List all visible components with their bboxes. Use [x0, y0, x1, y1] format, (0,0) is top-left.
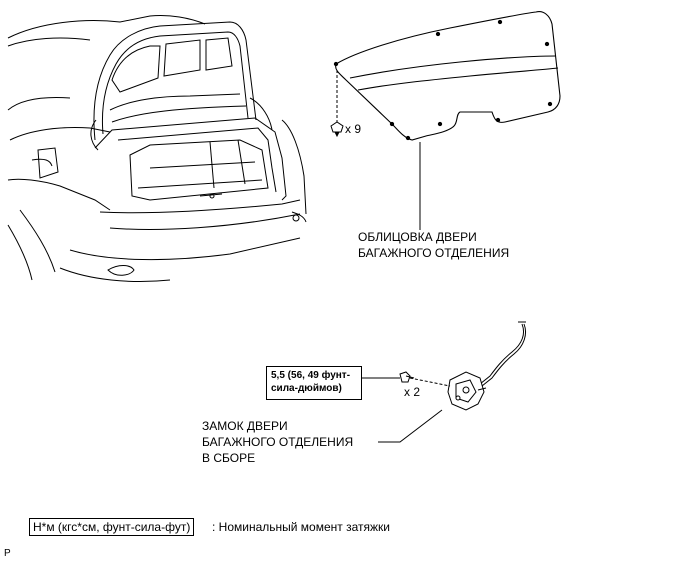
lock-part-label-line-3: В СБОРЕ [202, 451, 256, 465]
torque-legend-units: Н*м (кгс*см, фунт-сила-фут) [29, 518, 195, 536]
car-illustration [7, 15, 307, 282]
torque-legend-description: : Номинальный момент затяжки [212, 520, 390, 534]
clip-quantity-label: x 9 [345, 122, 362, 136]
lock-assembly [447, 371, 487, 411]
bolt-quantity-label: x 2 [404, 385, 421, 399]
lock-cable [479, 321, 527, 387]
lock-part-label: ЗАМОК ДВЕРИ БАГАЖНОГО ОТДЕЛЕНИЯ В СБОРЕ [202, 418, 353, 466]
bolt-icon [399, 371, 415, 383]
trunk-trim-panel [333, 11, 561, 141]
trim-part-label-line-2: БАГАЖНОГО ОТДЕЛЕНИЯ [358, 246, 510, 260]
lock-part-label-line-1: ЗАМОК ДВЕРИ [202, 419, 288, 433]
trim-part-label: ОБЛИЦОВКА ДВЕРИ БАГАЖНОГО ОТДЕЛЕНИЯ [358, 229, 509, 261]
bolt-dashed-line [409, 377, 451, 387]
torque-spec-line-2: сила-дюймов) [271, 383, 342, 394]
lock-part-label-line-2: БАГАЖНОГО ОТДЕЛЕНИЯ [202, 435, 354, 449]
corner-mark: P [4, 548, 11, 559]
torque-spec-box: 5,5 (56, 49 фунт- сила-дюймов) [266, 366, 362, 400]
lock-leader-line [378, 409, 443, 443]
torque-spec-line-1: 5,5 (56, 49 фунт- [271, 370, 351, 381]
trim-part-label-line-1: ОБЛИЦОВКА ДВЕРИ [358, 230, 477, 244]
clip-icon [330, 121, 344, 138]
